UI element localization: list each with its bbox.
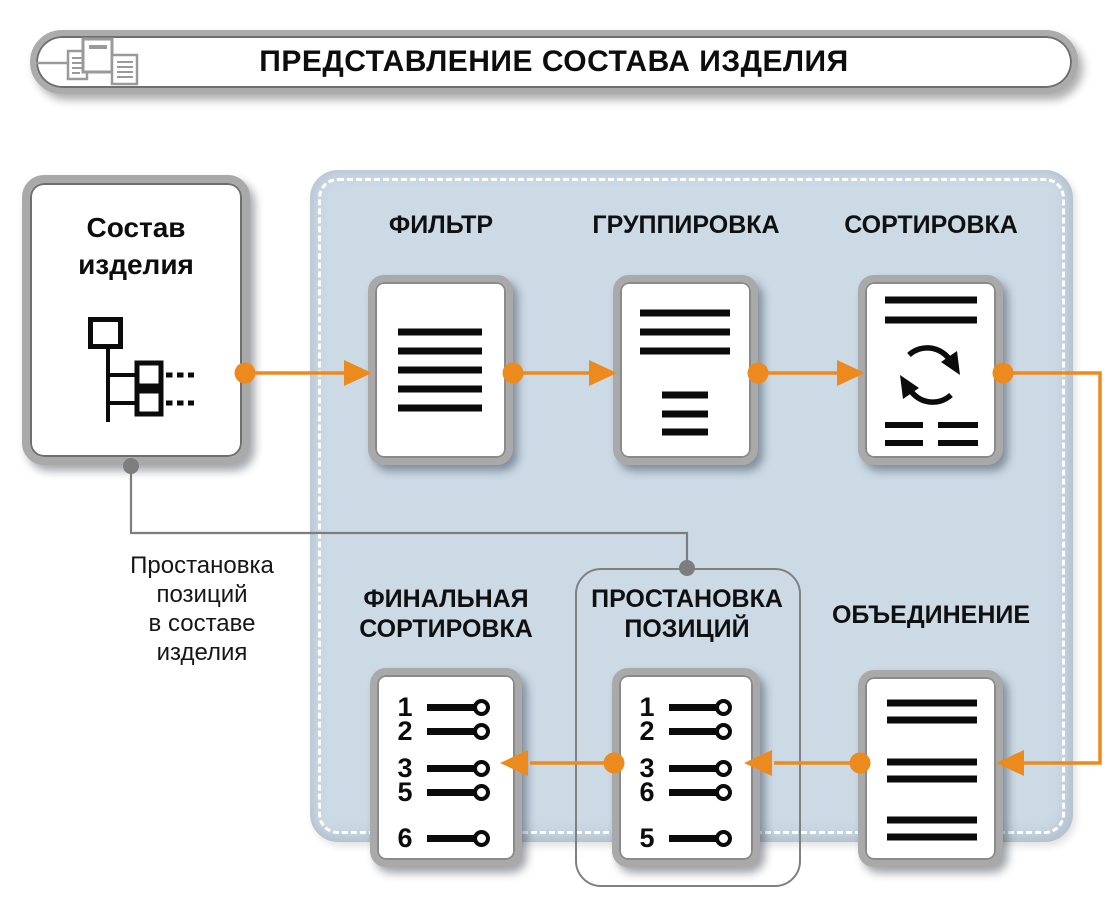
position-circle-icon: [715, 759, 732, 777]
position-number: 2: [639, 716, 655, 746]
position-circle-icon: [715, 722, 732, 740]
position-circle-icon: [473, 829, 490, 847]
list-lines-icon: [398, 328, 482, 412]
position-number: 2: [397, 716, 413, 746]
grouped-lines-icon: [640, 309, 730, 436]
position-circle-icon: [715, 783, 732, 801]
position-number: 6: [397, 823, 413, 853]
documents-stack-icon: [36, 37, 140, 92]
step-label-filter: ФИЛЬТР: [388, 211, 494, 239]
position-number: 1: [639, 692, 655, 722]
filter-card: [368, 275, 513, 465]
position-number: 3: [639, 753, 655, 783]
source-box-title: Состав изделия: [78, 212, 194, 280]
position-circle-icon: [473, 759, 490, 777]
sort-cycle-icon: [885, 296, 978, 446]
position-number: 6: [639, 777, 655, 807]
position-row: 1: [377, 692, 515, 722]
position-line: [427, 727, 474, 735]
step-label-sorting: СОРТИРОВКА: [844, 211, 1018, 239]
position-number: 5: [397, 777, 413, 807]
position-line: [427, 764, 474, 772]
product-structure-tree-icon: [88, 317, 198, 432]
position-line: [669, 788, 716, 796]
position-line: [669, 834, 716, 842]
position-number: 1: [397, 692, 413, 722]
position-circle-icon: [473, 783, 490, 801]
position-circle-icon: [715, 829, 732, 847]
grouping-card: [613, 275, 758, 465]
step-label-grouping: ГРУППИРОВКА: [592, 211, 780, 239]
sorting-card: [858, 275, 1003, 465]
position-row: 1: [619, 692, 753, 722]
position-row: 2: [377, 716, 515, 746]
position-line: [427, 703, 474, 711]
header-banner: ПРЕДСТАВЛЕНИЕ СОСТАВА ИЗДЕЛИЯ: [30, 30, 1078, 94]
step-label-final-sorting: ФИНАЛЬНАЯ СОРТИРОВКА: [359, 585, 533, 643]
step-label-merge: ОБЪЕДИНЕНИЕ: [831, 601, 1031, 629]
page-title: ПРЕДСТАВЛЕНИЕ СОСТАВА ИЗДЕЛИЯ: [259, 45, 849, 78]
position-line: [669, 764, 716, 772]
position-row: 5: [619, 823, 753, 853]
positioning-annotation: Простановка позиций в составе изделия: [130, 552, 274, 666]
position-row: 3: [377, 753, 515, 783]
position-row: 2: [619, 716, 753, 746]
position-circle-icon: [473, 722, 490, 740]
product-structure-box: Состав изделия: [22, 175, 250, 465]
position-number: 3: [397, 753, 413, 783]
position-row: 6: [619, 777, 753, 807]
position-row: 3: [619, 753, 753, 783]
position-circle-icon: [473, 698, 490, 716]
position-circle-icon: [715, 698, 732, 716]
position-line: [669, 727, 716, 735]
position-row: 6: [377, 823, 515, 853]
position-number: 5: [639, 823, 655, 853]
position-line: [669, 703, 716, 711]
merge-card: [858, 670, 1003, 867]
position-line: [427, 834, 474, 842]
position-row: 5: [377, 777, 515, 807]
step-label-positioning: ПРОСТАНОВКА ПОЗИЦИЙ: [591, 585, 783, 643]
position-line: [427, 788, 474, 796]
merged-pairs-icon: [887, 699, 977, 841]
